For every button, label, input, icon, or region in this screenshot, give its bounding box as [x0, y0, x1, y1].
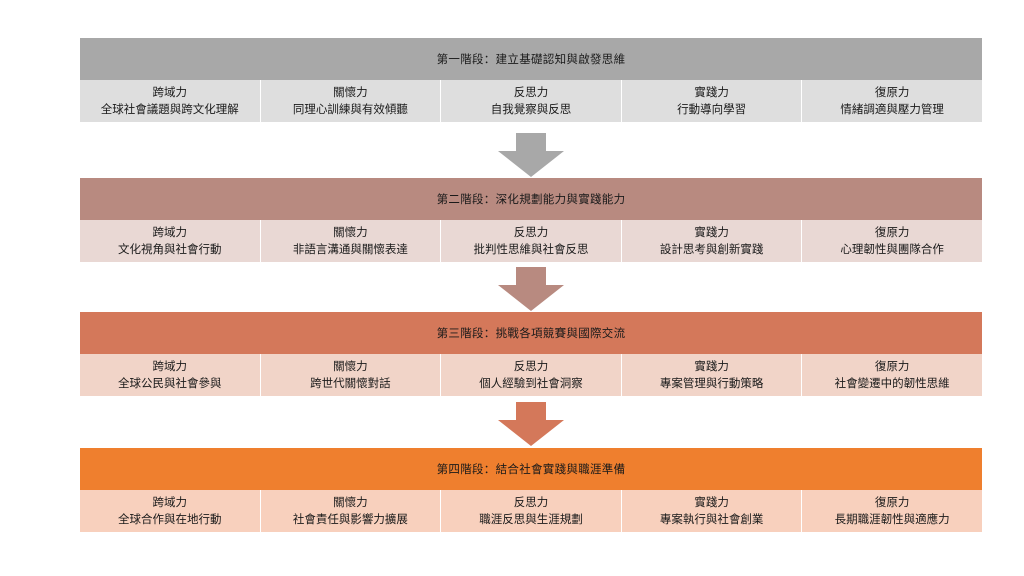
competency-description: 個人經驗到社會洞察 [479, 376, 583, 390]
competency-cell: 實踐力專案執行與社會創業 [622, 490, 803, 532]
stage-competencies: 跨域力文化視角與社會行動關懷力非語言溝通與關懷表達反思力批判性思維與社會反思實踐… [80, 220, 982, 262]
competency-cell: 關懷力跨世代關懷對話 [261, 354, 442, 396]
competency-cell: 實踐力行動導向學習 [622, 80, 803, 122]
competency-cell: 反思力批判性思維與社會反思 [441, 220, 622, 262]
competency-description: 文化視角與社會行動 [118, 242, 222, 256]
competency-name: 復原力 [874, 495, 910, 509]
competency-name: 實踐力 [694, 495, 729, 509]
competency-name: 反思力 [513, 359, 549, 373]
competency-name: 跨域力 [152, 225, 188, 239]
competency-name: 反思力 [513, 225, 549, 239]
competency-name: 跨域力 [152, 85, 188, 99]
stage-title: 第一階段：建立基礎認知與啟發思維 [80, 38, 982, 80]
stage-competencies: 跨域力全球公民與社會參與關懷力跨世代關懷對話反思力個人經驗到社會洞察實踐力專案管… [80, 354, 982, 396]
competency-cell: 反思力職涯反思與生涯規劃 [441, 490, 622, 532]
competency-cell: 關懷力社會責任與影響力擴展 [261, 490, 442, 532]
competency-cell: 實踐力設計思考與創新實踐 [622, 220, 803, 262]
competency-name: 實踐力 [694, 359, 729, 373]
competency-name: 關懷力 [333, 495, 368, 509]
stage-3: 第三階段：挑戰各項競賽與國際交流跨域力全球公民與社會參與關懷力跨世代關懷對話反思… [80, 312, 982, 396]
competency-description: 全球社會議題與跨文化理解 [100, 102, 239, 116]
stage-1: 第一階段：建立基礎認知與啟發思維跨域力全球社會議題與跨文化理解關懷力同理心訓練與… [80, 38, 982, 122]
arrow-shape [498, 133, 564, 177]
competency-cell: 關懷力同理心訓練與有效傾聽 [261, 80, 442, 122]
competency-description: 專案執行與社會創業 [659, 512, 764, 526]
competency-cell: 反思力自我覺察與反思 [441, 80, 622, 122]
competency-cell: 關懷力非語言溝通與關懷表達 [261, 220, 442, 262]
competency-description: 心理韌性與團隊合作 [840, 242, 944, 256]
competency-description: 長期職涯韌性與適應力 [834, 512, 950, 526]
stage-competencies: 跨域力全球社會議題與跨文化理解關懷力同理心訓練與有效傾聽反思力自我覺察與反思實踐… [80, 80, 982, 122]
competency-name: 實踐力 [694, 85, 729, 99]
competency-description: 設計思考與創新實踐 [659, 242, 764, 256]
competency-description: 職涯反思與生涯規劃 [479, 512, 583, 526]
competency-name: 跨域力 [152, 495, 188, 509]
arrow-shape [498, 267, 564, 311]
competency-description: 專案管理與行動策略 [659, 376, 764, 390]
competency-description: 全球公民與社會參與 [118, 376, 222, 390]
competency-name: 復原力 [874, 225, 910, 239]
competency-name: 跨域力 [152, 359, 188, 373]
stage-title: 第二階段：深化規劃能力與實踐能力 [80, 178, 982, 220]
competency-cell: 反思力個人經驗到社會洞察 [441, 354, 622, 396]
competency-description: 情緒調適與壓力管理 [840, 102, 944, 116]
competency-cell: 復原力長期職涯韌性與適應力 [802, 490, 982, 532]
stage-2: 第二階段：深化規劃能力與實踐能力跨域力文化視角與社會行動關懷力非語言溝通與關懷表… [80, 178, 982, 262]
competency-name: 實踐力 [694, 225, 729, 239]
competency-description: 同理心訓練與有效傾聽 [292, 102, 408, 116]
competency-cell: 跨域力全球合作與在地行動 [80, 490, 261, 532]
competency-cell: 跨域力文化視角與社會行動 [80, 220, 261, 262]
competency-name: 反思力 [513, 85, 549, 99]
competency-cell: 跨域力全球公民與社會參與 [80, 354, 261, 396]
stage-title: 第四階段：結合社會實踐與職涯準備 [80, 448, 982, 490]
down-arrow-icon [498, 133, 564, 177]
competency-name: 反思力 [513, 495, 549, 509]
competency-name: 關懷力 [333, 225, 368, 239]
competency-description: 自我覺察與反思 [490, 102, 572, 116]
competency-name: 復原力 [874, 85, 910, 99]
competency-name: 關懷力 [333, 85, 368, 99]
competency-description: 批判性思維與社會反思 [473, 242, 589, 256]
competency-cell: 跨域力全球社會議題與跨文化理解 [80, 80, 261, 122]
arrow-shape [498, 402, 564, 446]
stage-4: 第四階段：結合社會實踐與職涯準備跨域力全球合作與在地行動關懷力社會責任與影響力擴… [80, 448, 982, 532]
competency-cell: 復原力情緒調適與壓力管理 [802, 80, 982, 122]
competency-description: 跨世代關懷對話 [310, 376, 391, 390]
competency-name: 復原力 [874, 359, 910, 373]
competency-cell: 復原力心理韌性與團隊合作 [802, 220, 982, 262]
competency-description: 社會責任與影響力擴展 [292, 512, 408, 526]
competency-description: 行動導向學習 [677, 102, 747, 116]
competency-cell: 復原力社會變遷中的韌性思維 [802, 354, 982, 396]
down-arrow-icon [498, 267, 564, 311]
competency-cell: 實踐力專案管理與行動策略 [622, 354, 803, 396]
competency-description: 全球合作與在地行動 [118, 512, 222, 526]
competency-description: 非語言溝通與關懷表達 [292, 242, 408, 256]
competency-description: 社會變遷中的韌性思維 [834, 376, 950, 390]
stage-competencies: 跨域力全球合作與在地行動關懷力社會責任與影響力擴展反思力職涯反思與生涯規劃實踐力… [80, 490, 982, 532]
down-arrow-icon [498, 402, 564, 446]
stage-title: 第三階段：挑戰各項競賽與國際交流 [80, 312, 982, 354]
competency-name: 關懷力 [333, 359, 368, 373]
